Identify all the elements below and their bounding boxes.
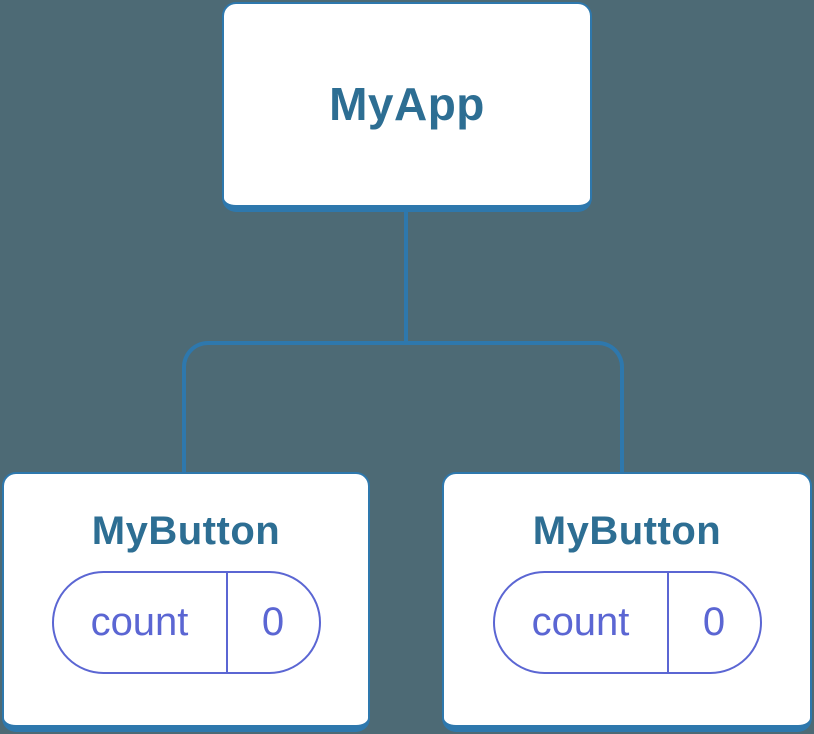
- node-mybutton-right: MyButton count 0: [442, 472, 812, 732]
- connector-branch: [182, 341, 624, 472]
- node-myapp: MyApp: [222, 2, 592, 212]
- state-pill-left: count 0: [51, 571, 321, 674]
- state-value: 0: [261, 600, 285, 644]
- node-myapp-label: MyApp: [329, 78, 485, 131]
- state-key-label: count: [54, 573, 228, 672]
- state-value: 0: [702, 600, 726, 644]
- node-mybutton-right-label: MyButton: [532, 509, 722, 553]
- state-pill-right: count 0: [492, 571, 762, 674]
- connector-stem: [404, 210, 408, 345]
- node-mybutton-left-label: MyButton: [91, 509, 281, 553]
- state-key-label: count: [495, 573, 669, 672]
- node-mybutton-left: MyButton count 0: [2, 472, 370, 732]
